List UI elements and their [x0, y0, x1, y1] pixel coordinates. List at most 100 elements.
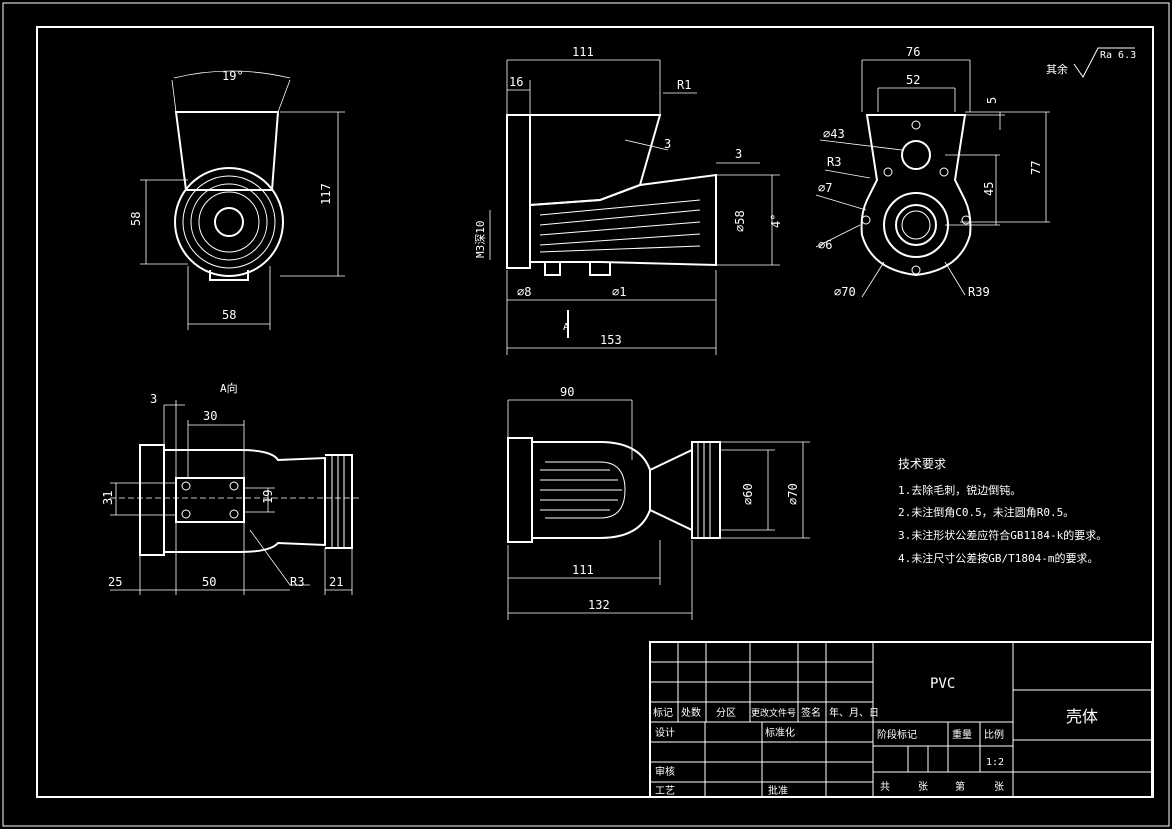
roughness-symbol: 其余 Ra 6.3 — [1046, 47, 1136, 78]
tech-title: 技术要求 — [898, 457, 946, 471]
bolt-hole — [961, 215, 971, 225]
a-view-title: A向 — [220, 381, 238, 395]
d70-label: ⌀70 — [786, 483, 800, 505]
sheet-unit: 张 — [918, 781, 928, 793]
a-view: A向 3 30 31 19 25 50 R3 21 — [101, 381, 360, 595]
bottom-b-label: ⌀1 — [612, 285, 626, 299]
top-flange — [507, 437, 533, 543]
d60-label: ⌀60 — [741, 483, 755, 505]
bore — [214, 207, 244, 237]
ring-2 — [182, 175, 276, 269]
roughness-check-icon — [1073, 47, 1135, 78]
review-label: 审核 — [655, 765, 675, 778]
a-flange — [139, 444, 165, 556]
design-label: 设计 — [655, 726, 675, 739]
revision-header: 标记 处数 分区 更改文件号 签名 年、月、日 — [653, 706, 879, 719]
thread-label: M3深10 — [474, 221, 487, 259]
d43-label: ⌀43 — [823, 127, 845, 141]
h45-label: 45 — [982, 182, 996, 196]
side-view: 111 16 R1 3 3 ⌀58 4° M3深10 ⌀8 ⌀1 A 153 — [474, 45, 783, 355]
process-label: 工艺 — [655, 785, 675, 797]
d6-label: ⌀6 — [818, 238, 832, 252]
approve-label: 批准 — [768, 784, 788, 797]
l111-label: 111 — [572, 563, 594, 577]
standardize-label: 标准化 — [765, 726, 795, 739]
angle-label: 4° — [769, 214, 783, 228]
hopper-body — [529, 114, 662, 206]
right-view: 76 52 5 45 77 ⌀43 R3 ⌀7 ⌀6 ⌀70 R39 — [815, 45, 1050, 299]
bolt-hole — [861, 215, 871, 225]
sheet-no-label: 第 — [955, 780, 965, 793]
offset-label: 5 — [985, 97, 999, 104]
bottom-a-label: ⌀8 — [517, 285, 531, 299]
header-cell: 分区 — [716, 707, 736, 719]
a-mount-plate — [175, 477, 245, 523]
inner-width-label: 52 — [906, 73, 920, 87]
l21-label: 21 — [329, 575, 343, 589]
section-mark: A — [563, 322, 569, 333]
r3-label: R3 — [827, 155, 841, 169]
material: PVC — [930, 676, 955, 692]
width-label: 76 — [906, 45, 920, 59]
w30-label: 30 — [203, 409, 217, 423]
scale-label: 比例 — [984, 728, 1004, 741]
l50-label: 50 — [202, 575, 216, 589]
h77-label: 77 — [1029, 161, 1043, 175]
feet — [544, 262, 611, 276]
length-label: 153 — [600, 333, 622, 347]
l25-label: 25 — [108, 575, 122, 589]
h19-label: 19 — [261, 490, 275, 504]
header-cell: 更改文件号 — [751, 707, 796, 719]
tech-item: 4.未注尺寸公差按GB/T1804-m的要求。 — [898, 551, 1098, 565]
base-foot — [209, 270, 249, 281]
stage-label: 阶段标记 — [877, 728, 917, 741]
wall-label: 3 — [664, 137, 671, 151]
header-cell: 年、月、日 — [829, 706, 879, 719]
diameter-label: ⌀58 — [733, 210, 747, 232]
ring-4 — [198, 191, 260, 253]
a-body — [164, 449, 326, 553]
right-outline — [860, 114, 972, 277]
barrel-ribs — [539, 199, 701, 253]
d70-label: ⌀70 — [834, 285, 856, 299]
top-view: 90 ⌀60 ⌀70 111 132 — [507, 385, 810, 620]
header-cell: 签名 — [801, 706, 821, 719]
a-r3-label: R3 — [290, 575, 304, 589]
total-label: 共 — [880, 781, 890, 793]
tech-item: 2.未注倒角C0.5，未注圆角R0.5。 — [898, 505, 1074, 519]
angle-arc — [173, 70, 291, 79]
tech-item: 1.去除毛刺，锐边倒钝。 — [898, 483, 1021, 497]
weight-label: 重量 — [952, 728, 972, 741]
roughness-value: Ra 6.3 — [1100, 50, 1136, 61]
wall2-label: 3 — [735, 147, 742, 161]
front-view: 19° 117 58 58 — [129, 69, 345, 330]
top-body — [532, 441, 651, 539]
left3-label: 3 — [150, 392, 157, 406]
hopper-outline — [174, 111, 280, 191]
height-label: 117 — [319, 183, 333, 205]
header-cell: 标记 — [653, 707, 673, 719]
bolt-hole — [911, 120, 921, 130]
top-nozzle — [691, 441, 721, 539]
tech-item: 3.未注形状公差应符合GB1184-k的要求。 — [898, 528, 1107, 542]
main-bore-inner — [895, 204, 937, 246]
bolt-hole — [939, 167, 949, 177]
angle-label: 19° — [222, 69, 244, 83]
main-bore-outer — [883, 192, 949, 258]
h31-label: 31 — [101, 491, 115, 505]
roughness-prefix: 其余 — [1046, 62, 1068, 76]
top-hopper-opening — [545, 461, 626, 519]
inner-border — [36, 26, 1154, 798]
tech-requirements: 技术要求 1.去除毛刺，锐边倒钝。 2.未注倒角C0.5，未注圆角R0.5。 3… — [898, 457, 1107, 565]
part-name: 壳体 — [1066, 707, 1098, 726]
top-bore — [901, 140, 931, 170]
sheet-unit2: 张 — [994, 781, 1004, 793]
bolt-hole — [883, 167, 893, 177]
flange — [506, 114, 531, 269]
l132-label: 132 — [588, 598, 610, 612]
title-block: 标记 处数 分区 更改文件号 签名 年、月、日 设计 标准化 审核 工艺 批准 … — [649, 641, 1153, 798]
bolt-hole — [911, 265, 921, 275]
width-label: 58 — [222, 308, 236, 322]
